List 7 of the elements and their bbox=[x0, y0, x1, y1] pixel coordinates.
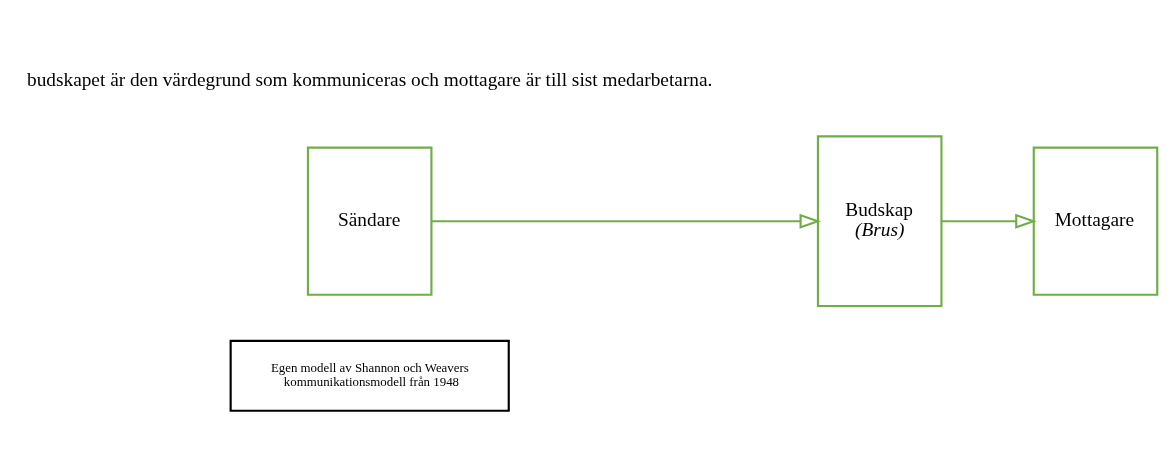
label: budskapet är den värdegrund som kommuniceras och mottagare är till sist medarbetarna. bbox=[27, 68, 713, 90]
arrow bbox=[941, 213, 1037, 229]
node-box: Mottagare bbox=[1032, 146, 1159, 296]
arrow bbox=[431, 213, 822, 229]
node-box: Egen modell av Shannon och Weavers kommunikationsmodell från 1948 bbox=[229, 339, 510, 412]
node-box: Sändare bbox=[306, 146, 433, 296]
node-box: Budskap (Brus) bbox=[816, 134, 943, 307]
